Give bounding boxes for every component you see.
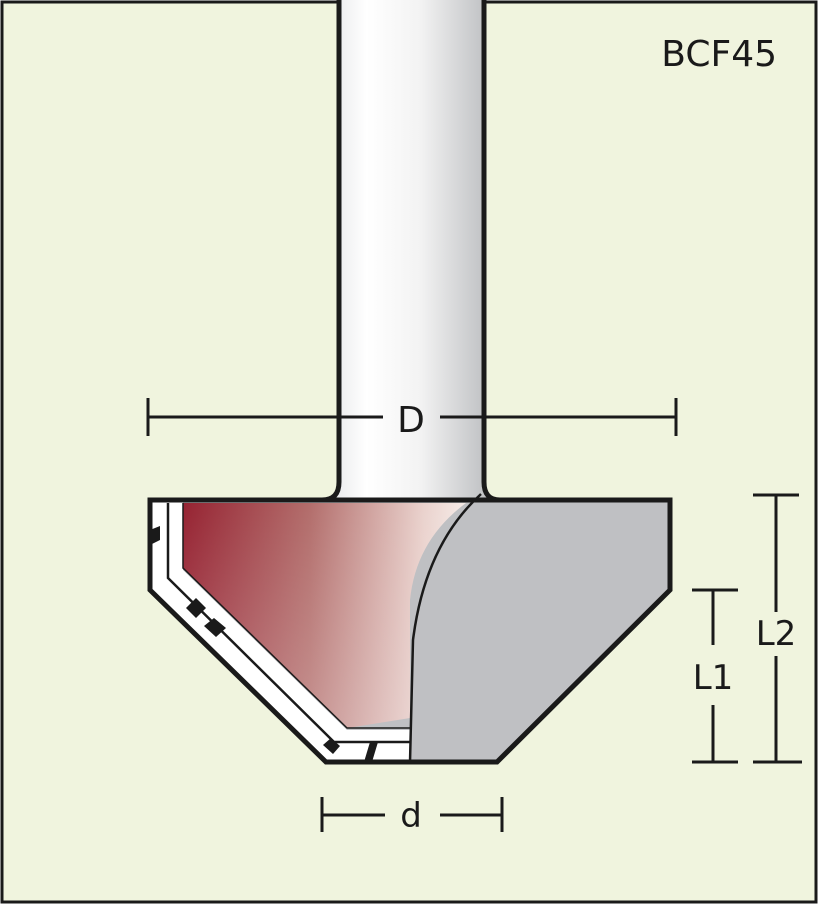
dimension-label-D: D bbox=[397, 400, 425, 441]
dimension-L1 bbox=[692, 588, 738, 764]
body-flank bbox=[410, 503, 670, 762]
dimension-D bbox=[146, 398, 678, 436]
dimension-label-L2: L2 bbox=[756, 614, 797, 654]
dimension-label-d: d bbox=[400, 796, 422, 836]
carbide-insert bbox=[150, 500, 410, 762]
dimension-L2 bbox=[753, 493, 802, 764]
insert-mark bbox=[204, 618, 226, 637]
dimension-d bbox=[320, 797, 504, 832]
dimension-label-L1: L1 bbox=[693, 658, 734, 698]
model-title: BCF45 bbox=[661, 34, 777, 75]
insert-mark bbox=[323, 738, 340, 754]
insert-mark bbox=[364, 742, 378, 762]
cutter-head bbox=[147, 493, 673, 765]
insert-mark bbox=[186, 598, 206, 618]
